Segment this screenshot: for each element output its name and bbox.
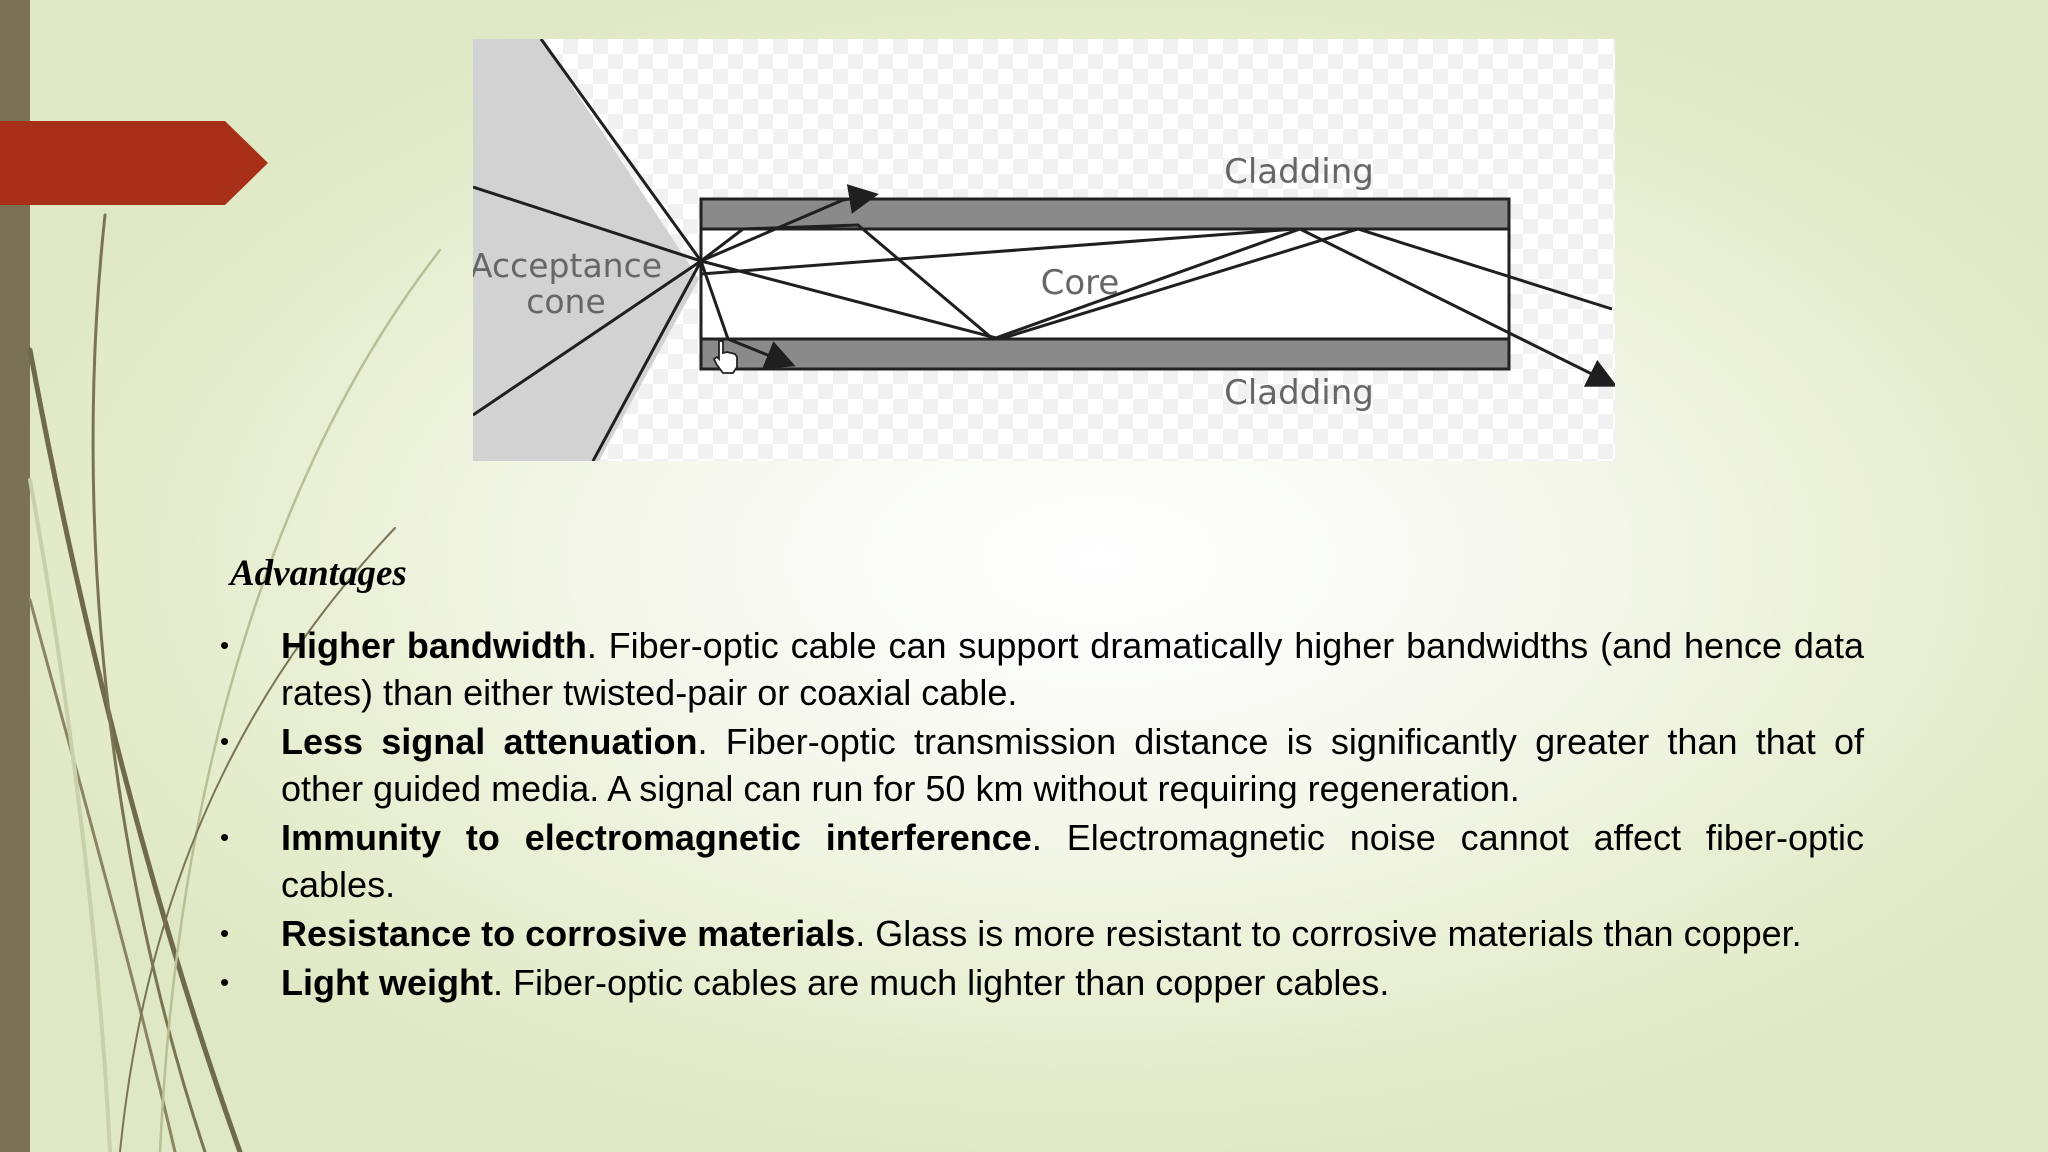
- list-item: • Less signal attenuation. Fiber-optic t…: [220, 718, 1864, 812]
- bullet: •: [220, 630, 230, 660]
- advantage-description: . Electromagnetic noise cannot affect fi…: [281, 817, 1864, 905]
- svg-text:Acceptance: Acceptance: [473, 246, 662, 285]
- list-item: • Light weight. Fiber-optic cables are m…: [220, 959, 1864, 1006]
- advantage-term: Light weight: [281, 962, 493, 1003]
- advantage-description: . Fiber-optic transmission distance is s…: [281, 721, 1865, 809]
- bullet: •: [220, 726, 230, 756]
- list-item: • Higher bandwidth. Fiber-optic cable ca…: [220, 622, 1864, 716]
- title-accent-tab: [0, 121, 268, 205]
- svg-text:cone: cone: [526, 282, 606, 321]
- advantage-description: . Fiber-optic cable can support dramatic…: [281, 625, 1864, 713]
- hand-cursor-icon: [712, 340, 738, 374]
- advantage-description: . Fiber-optic cables are much lighter th…: [492, 962, 1390, 1003]
- cladding-bottom: [699, 337, 1511, 371]
- fiber-optic-diagram: Cladding Cladding Core Acceptance cone: [473, 39, 1615, 461]
- cladding-top: [699, 197, 1511, 231]
- list-item: • Resistance to corrosive materials. Gla…: [220, 910, 1864, 957]
- svg-text:Cladding: Cladding: [1224, 373, 1374, 413]
- advantage-term: Immunity to electromagnetic interference: [281, 817, 1032, 858]
- svg-text:Core: Core: [1041, 263, 1120, 303]
- decorative-curves: [27, 213, 442, 1152]
- list-item: • Immunity to electromagnetic interferen…: [220, 814, 1864, 908]
- advantage-term: Resistance to corrosive materials: [281, 913, 856, 954]
- advantages-list: • Higher bandwidth. Fiber-optic cable ca…: [220, 622, 1864, 1008]
- bullet: •: [220, 918, 230, 948]
- bullet: •: [220, 967, 230, 997]
- advantages-heading: Advantages: [230, 553, 407, 594]
- bullet: •: [220, 822, 230, 852]
- advantage-term: Higher bandwidth: [281, 625, 587, 666]
- advantage-description: . Glass is more resistant to corrosive m…: [855, 913, 1802, 954]
- acceptance-cone: [473, 39, 699, 461]
- light-rays: [473, 39, 1615, 461]
- svg-text:Cladding: Cladding: [1224, 152, 1374, 192]
- advantage-term: Less signal attenuation: [281, 721, 698, 762]
